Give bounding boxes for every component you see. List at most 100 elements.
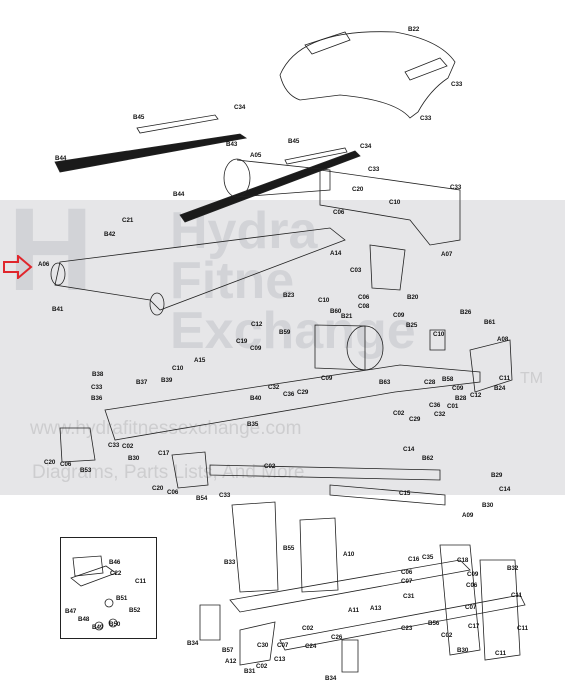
label-c26: C26: [331, 634, 343, 641]
label-a06: A06: [38, 261, 50, 268]
label-c33: C33: [368, 166, 380, 173]
label-a14: A14: [330, 250, 342, 257]
label-c16: C16: [408, 556, 420, 563]
label-c06: C06: [358, 294, 370, 301]
label-b62: B62: [422, 455, 434, 462]
label-c17: C17: [468, 623, 480, 630]
label-c36: C36: [283, 391, 295, 398]
label-c02: C02: [264, 463, 276, 470]
label-b43: B43: [226, 141, 238, 148]
label-a11: A11: [348, 607, 360, 614]
label-a09: A09: [462, 512, 474, 519]
label-c06: C06: [60, 461, 72, 468]
label-c22: C22: [110, 570, 122, 577]
upright-left: [231, 501, 279, 593]
label-a15: A15: [194, 357, 206, 364]
label-c13: C13: [274, 656, 286, 663]
label-c08: C08: [358, 303, 370, 310]
label-b63: B63: [379, 379, 391, 386]
cross-bar: [209, 464, 441, 481]
label-c07: C07: [401, 578, 413, 585]
label-b25: B25: [406, 322, 418, 329]
label-c11: C11: [511, 592, 523, 599]
label-b30: B30: [457, 647, 469, 654]
wheel-bracket: [239, 621, 276, 666]
rail-cap-right: [284, 147, 348, 165]
side-rail-left: [54, 133, 248, 173]
label-c19: C19: [236, 338, 248, 345]
label-c07: C07: [465, 604, 477, 611]
label-c01: C01: [447, 403, 459, 410]
label-b51: B51: [116, 595, 128, 602]
label-b54: B54: [196, 495, 208, 502]
label-b20: B20: [407, 294, 419, 301]
label-b23: B23: [283, 292, 295, 299]
label-c33: C33: [451, 81, 463, 88]
inset-drawing: [70, 555, 118, 631]
label-b34: B34: [325, 675, 337, 682]
label-c29: C29: [409, 416, 421, 423]
lift-motor: [369, 244, 406, 291]
label-c35: C35: [422, 554, 434, 561]
rear-roller: [50, 262, 66, 286]
rear-axle: [329, 484, 446, 506]
label-c11: C11: [499, 375, 511, 382]
label-b48: B48: [78, 616, 90, 623]
watermark-band: H Hydra Fitne Exchange TM www.hydrafitne…: [0, 191, 565, 495]
label-c12: C12: [251, 321, 263, 328]
label-b37: B37: [136, 379, 148, 386]
foot-pad-left: [199, 604, 221, 641]
front-foot-left: [59, 427, 96, 463]
main-frame: [104, 364, 481, 441]
label-c03: C03: [350, 267, 362, 274]
label-c12: C12: [470, 392, 482, 399]
label-b45: B45: [288, 138, 300, 145]
label-b36: B36: [91, 395, 103, 402]
hood-vent-right: [404, 57, 448, 81]
label-c36: C36: [429, 402, 441, 409]
label-b55: B55: [283, 545, 295, 552]
label-b24: B24: [494, 385, 506, 392]
inset-detail-box: [60, 537, 157, 639]
label-c31: C31: [403, 593, 415, 600]
label-c32: C32: [268, 384, 280, 391]
label-b44: B44: [55, 155, 67, 162]
label-b22: B22: [408, 26, 420, 33]
front-roller: [149, 292, 165, 316]
label-b44: B44: [173, 191, 185, 198]
label-a13: A13: [370, 605, 382, 612]
label-b42: B42: [104, 231, 116, 238]
label-b30: B30: [128, 455, 140, 462]
label-b29: B29: [491, 472, 503, 479]
label-c18: C18: [457, 557, 469, 564]
label-c20: C20: [352, 186, 364, 193]
label-c20: C20: [44, 459, 56, 466]
label-c28: C28: [424, 379, 436, 386]
label-c17: C17: [158, 450, 170, 457]
label-c06: C06: [466, 582, 478, 589]
label-c02: C02: [441, 632, 453, 639]
label-a10: A10: [343, 551, 355, 558]
label-b31: B31: [244, 668, 256, 675]
label-a07: A07: [441, 251, 453, 258]
label-a08: A08: [497, 336, 509, 343]
label-c15: C15: [399, 490, 411, 497]
label-c32: C32: [434, 411, 446, 418]
label-b28: B28: [455, 395, 467, 402]
label-c02: C02: [122, 443, 134, 450]
label-b32: B32: [507, 565, 519, 572]
label-c09: C09: [393, 312, 405, 319]
label-b47: B47: [65, 608, 77, 615]
label-c02: C02: [393, 410, 405, 417]
label-c11: C11: [517, 625, 529, 632]
label-c11: C11: [135, 578, 147, 585]
label-b59: B59: [279, 329, 291, 336]
foot-pad-right: [341, 639, 359, 673]
watermark-brand-3: Exchange: [170, 302, 416, 360]
label-b45: B45: [133, 114, 145, 121]
label-b57: B57: [222, 647, 234, 654]
label-c33: C33: [219, 492, 231, 499]
hood-vent-left: [304, 31, 351, 55]
pointer-arrow-icon: [3, 255, 33, 279]
